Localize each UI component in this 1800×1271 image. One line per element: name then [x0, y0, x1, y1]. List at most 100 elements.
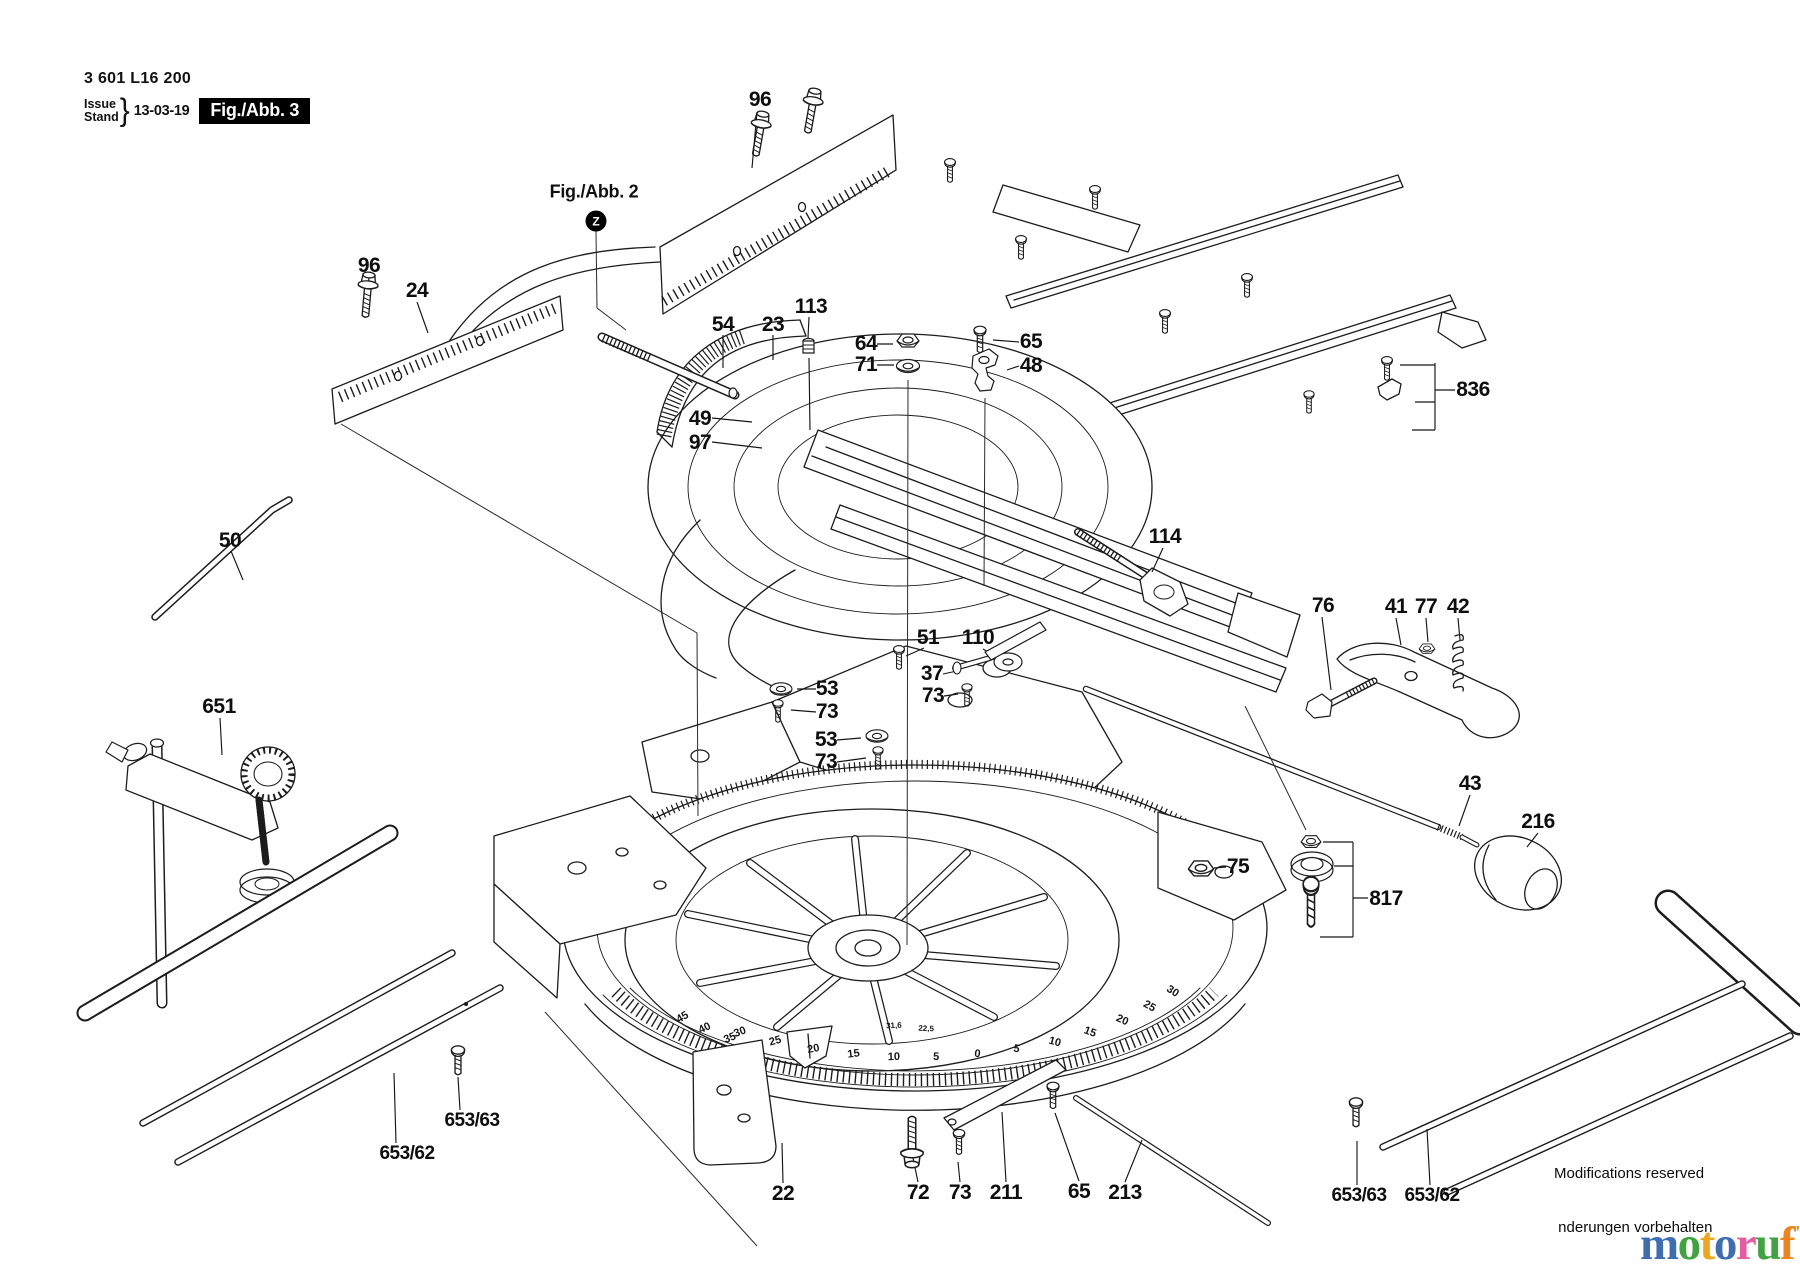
part-label-49: 49	[688, 407, 712, 430]
stand-label: Stand	[84, 110, 119, 124]
hex-wrench-50	[151, 496, 293, 621]
part-label-23: 23	[761, 313, 785, 336]
part-label-96-left: 96	[357, 254, 381, 277]
logo-letter: o	[1713, 1218, 1738, 1270]
svg-text:20: 20	[806, 1042, 820, 1056]
fence-ruler-assembly	[331, 114, 897, 425]
modifications-line-de: nderungen vorbehalten	[1554, 1219, 1713, 1236]
part-label-216: 216	[1521, 810, 1555, 833]
svg-text:22,5: 22,5	[918, 1024, 935, 1034]
svg-text:20: 20	[1114, 1012, 1130, 1028]
knob-216	[1473, 835, 1563, 911]
part-label-72: 72	[906, 1181, 930, 1204]
logo-letter: t	[1699, 1218, 1716, 1270]
issue-date: 13-03-19	[133, 103, 190, 119]
part-label-73-d: 73	[948, 1181, 972, 1204]
svg-text:15: 15	[847, 1047, 861, 1060]
z-marker: Z	[585, 210, 607, 232]
part-label-37: 37	[920, 662, 944, 685]
modifications-note: Modifications reserved nderungen vorbeha…	[1554, 1129, 1712, 1271]
part-label-51: 51	[916, 626, 940, 649]
figure-2-reference: Fig./Abb. 2	[549, 181, 639, 202]
bottom-right-rods	[1073, 889, 1800, 1226]
logo-letter: o	[1677, 1218, 1702, 1270]
slide-rails-836	[992, 174, 1487, 439]
part-label-50: 50	[218, 529, 242, 552]
rod-43	[1082, 685, 1480, 848]
part-label-48: 48	[1019, 354, 1043, 377]
bracket-817	[1320, 841, 1368, 938]
part-label-96-top: 96	[748, 88, 772, 111]
hardware-screws-nuts	[354, 85, 1436, 1169]
part-label-71: 71	[854, 353, 878, 376]
part-label-54: 54	[711, 313, 735, 336]
part-label-97: 97	[688, 431, 712, 454]
part-label-73-b: 73	[815, 700, 839, 723]
part-label-651: 651	[202, 695, 236, 718]
svg-text:40: 40	[697, 1020, 713, 1036]
part-label-110: 110	[961, 626, 995, 649]
spring-42	[1452, 634, 1464, 692]
part-label-65-b: 65	[1067, 1180, 1091, 1203]
modifications-line-en: Modifications reserved	[1554, 1165, 1705, 1182]
svg-text:25: 25	[1141, 998, 1158, 1014]
svg-text:30: 30	[732, 1024, 748, 1039]
part-label-42: 42	[1446, 595, 1470, 618]
part-label-836: 836	[1456, 378, 1490, 401]
logo-letter: f	[1779, 1218, 1796, 1270]
pin-37	[952, 621, 1047, 675]
base-turntable-assembly	[493, 759, 1287, 1166]
part-label-114: 114	[1148, 525, 1182, 548]
miter-scale-numbers: 45 40 35 30 25 20 15 10 5 0 5 10 15 20 2…	[674, 983, 1181, 1063]
part-label-653-62-right: 653/62	[1404, 1185, 1460, 1206]
part-label-65-top: 65	[1019, 330, 1043, 353]
svg-text:0: 0	[974, 1048, 982, 1061]
part-label-75: 75	[1226, 855, 1250, 878]
part-label-53-b: 53	[814, 728, 838, 751]
svg-text:25: 25	[768, 1034, 783, 1049]
part-label-53-a: 53	[815, 677, 839, 700]
part-label-73-c: 73	[814, 750, 838, 773]
part-label-653-62-left: 653/62	[379, 1143, 435, 1164]
bottom-left-rods	[76, 824, 504, 1166]
svg-text:10: 10	[888, 1051, 901, 1063]
svg-text:35: 35	[722, 1030, 738, 1046]
part-label-24: 24	[405, 279, 429, 302]
svg-text:15: 15	[1082, 1024, 1098, 1039]
bolt-76	[1305, 677, 1378, 719]
issue-label: Issue	[84, 97, 116, 111]
part-label-653-63-left: 653/63	[444, 1110, 500, 1131]
part-label-76: 76	[1311, 594, 1335, 617]
part-label-64: 64	[854, 332, 878, 355]
assembly-axis-lines	[340, 230, 1307, 1247]
issue-row: Issue Stand } 13-03-19 Fig./Abb. 3	[84, 93, 311, 128]
part-label-213: 213	[1108, 1181, 1142, 1204]
logo-letter: r	[1735, 1218, 1757, 1270]
svg-text:10: 10	[1047, 1035, 1062, 1050]
clamp-651	[105, 738, 296, 1009]
svg-text:5: 5	[933, 1051, 940, 1063]
part-label-653-63-right: 653/63	[1331, 1185, 1387, 1206]
pin-54	[597, 332, 740, 400]
svg-text:5: 5	[1012, 1043, 1020, 1056]
svg-text:45: 45	[674, 1009, 691, 1026]
part-label-73-a: 73	[921, 684, 945, 707]
svg-text:30: 30	[1164, 983, 1181, 1000]
figure-title-badge: Fig./Abb. 3	[199, 98, 311, 124]
type-number: 3 601 L16 200	[84, 70, 192, 87]
bolt-114	[1074, 528, 1189, 617]
part-label-113: 113	[794, 295, 828, 318]
lock-lever-41	[1336, 642, 1520, 739]
part-label-43: 43	[1458, 772, 1482, 795]
part-label-22: 22	[771, 1182, 795, 1205]
logo-apostrophe: '	[1794, 1222, 1800, 1244]
brace-glyph: }	[119, 93, 130, 128]
part-label-817: 817	[1369, 887, 1403, 910]
bracket-836	[1400, 363, 1455, 431]
part-label-41: 41	[1384, 595, 1408, 618]
svg-text:31,6: 31,6	[886, 1021, 903, 1031]
logo-letter: u	[1755, 1218, 1781, 1270]
part-label-211: 211	[989, 1181, 1023, 1204]
